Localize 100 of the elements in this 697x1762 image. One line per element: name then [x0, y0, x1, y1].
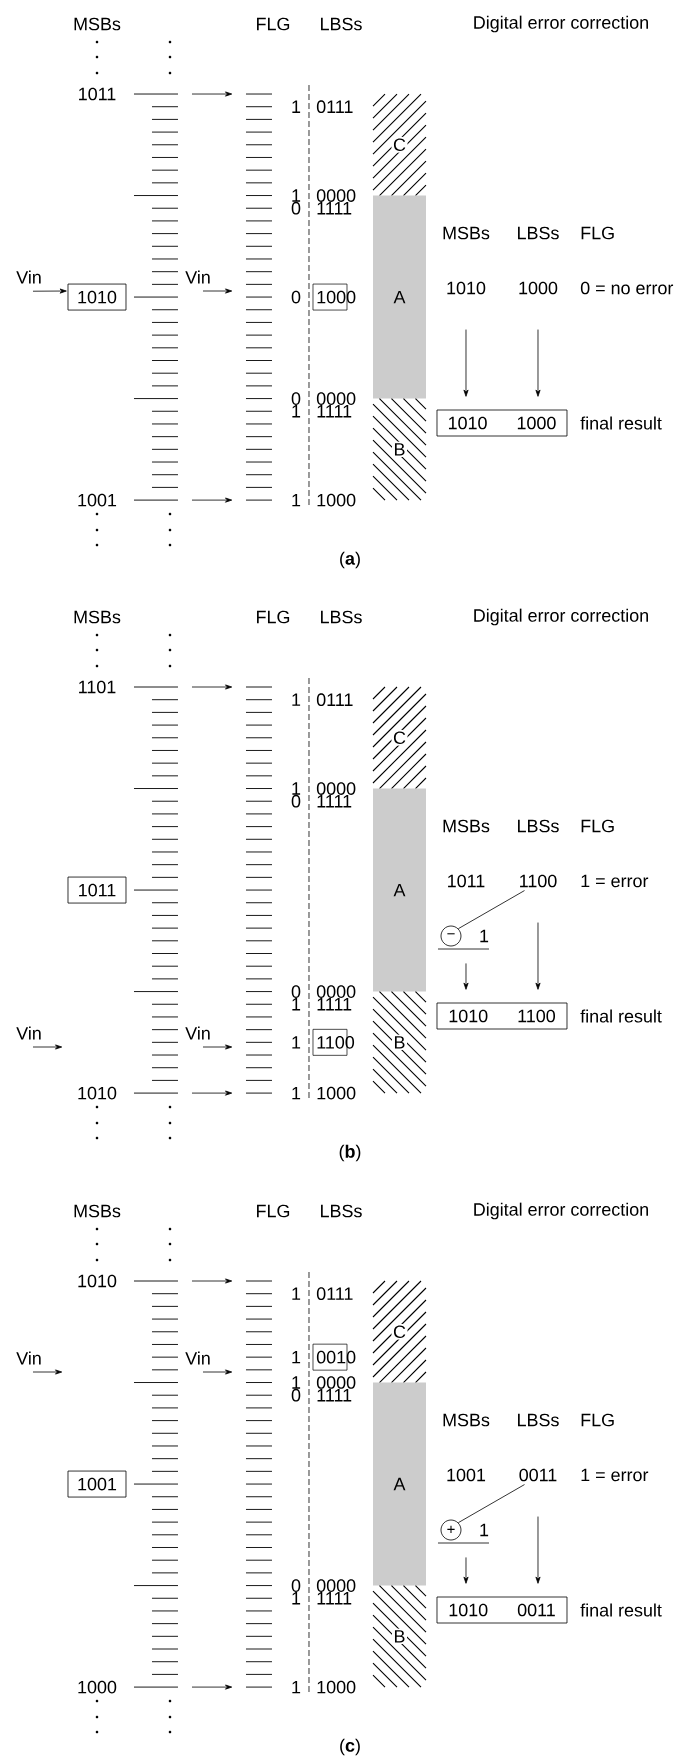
leader-line: [457, 890, 525, 930]
arrow: [463, 329, 469, 397]
column-heading: MSBs: [443, 226, 490, 240]
highlighted-code: 1000: [312, 283, 356, 311]
code-value: 0000: [316, 392, 356, 405]
result-note: 1 = error: [581, 874, 649, 888]
code-value: 0111: [316, 100, 353, 114]
flag-bit: 1: [292, 405, 301, 418]
operand-value: 1: [480, 1523, 489, 1537]
code-value: 1111: [317, 795, 352, 808]
column-heading: FLG: [257, 610, 290, 624]
node-label: B: [394, 443, 405, 456]
column-heading: LBSs: [518, 226, 559, 240]
value-box: 1010: [67, 283, 127, 311]
result-value: 0011: [519, 1468, 557, 1482]
section-heading: Digital error correction: [474, 15, 648, 33]
signal-label: Vin: [16, 270, 41, 284]
column-heading: LBSs: [321, 610, 362, 624]
result-value: 1100: [520, 874, 557, 888]
column-heading: LBSs: [518, 1413, 559, 1427]
signal-label: Vin: [185, 270, 210, 284]
column-heading: MSBs: [74, 610, 121, 624]
code-value: 0111: [316, 693, 353, 707]
column-heading: LBSs: [321, 17, 362, 31]
code-value: 1111: [317, 1389, 352, 1402]
code-value: 1000: [317, 1086, 356, 1100]
flag-bit: 1: [292, 493, 301, 507]
code-value: 1111: [317, 202, 352, 215]
code-value: 1111: [317, 405, 352, 418]
flag-bit: 0: [291, 392, 301, 405]
value-box: 1011: [67, 876, 127, 904]
scale-value: 1011: [79, 87, 116, 101]
result-label: final result: [580, 1603, 662, 1617]
code-value: 1000: [317, 493, 356, 507]
flag-bit: 1: [292, 1086, 301, 1100]
code-value: 0000: [316, 189, 356, 202]
code-value: 0111: [316, 1287, 353, 1301]
section-heading: Digital error correction: [474, 1202, 648, 1220]
hatched-band: C: [372, 93, 427, 197]
flag-bit: 1: [292, 1376, 301, 1389]
code-value: 1111: [317, 1592, 352, 1605]
arrow: [463, 963, 469, 990]
hatched-band: C: [372, 686, 427, 790]
column-heading: MSBs: [443, 819, 490, 833]
code-value: 0000: [316, 1376, 356, 1389]
signal-label: Vin: [185, 1351, 210, 1365]
hatched-band: B: [372, 991, 427, 1094]
flag-bit: 1: [292, 1287, 301, 1300]
shaded-band: A: [373, 195, 426, 399]
result-value: 1011: [448, 874, 485, 888]
flag-bit: 1: [292, 998, 301, 1011]
result-box: 1010 1100: [436, 1002, 568, 1030]
code-value: 0000: [316, 782, 356, 795]
column-heading: FLG: [581, 1413, 614, 1427]
flag-bit: 1: [292, 693, 301, 706]
panel-caption: (b): [339, 1144, 361, 1162]
result-value: 1010: [447, 281, 486, 295]
signal-label: Vin: [16, 1026, 41, 1040]
flag-bit: 1: [292, 782, 301, 795]
column-heading: FLG: [257, 17, 290, 31]
flag-bit: 1: [292, 1592, 301, 1605]
result-value: 1000: [519, 281, 558, 295]
arrow: [32, 288, 67, 294]
scale-value: 1001: [78, 493, 117, 507]
scale-value: 1101: [79, 680, 116, 694]
highlighted-code: 0010: [312, 1343, 356, 1371]
node-label: C: [393, 1325, 406, 1339]
panel-caption: (a): [340, 551, 360, 569]
column-heading: FLG: [581, 819, 614, 833]
scale-value: 1010: [78, 1274, 117, 1288]
column-heading: MSBs: [443, 1413, 490, 1427]
value-box: 1001: [67, 1470, 127, 1498]
signal-label: Vin: [16, 1351, 41, 1365]
result-value: 1001: [447, 1468, 486, 1482]
shaded-band: A: [373, 1382, 426, 1586]
scale-value: 1010: [78, 1086, 117, 1100]
scale-value: 1000: [78, 1680, 117, 1694]
result-box: 1010 0011: [436, 1596, 568, 1624]
flag-bit: 0: [291, 1388, 301, 1402]
node-label: B: [394, 1036, 405, 1049]
hatched-band: B: [372, 1585, 427, 1688]
node-label: C: [393, 731, 406, 745]
hatched-band: C: [372, 1280, 427, 1384]
highlighted-code: 1100: [312, 1029, 355, 1056]
code-value: 1000: [317, 1680, 356, 1694]
flag-bit: 1: [292, 100, 301, 113]
column-heading: MSBs: [74, 1204, 121, 1218]
shaded-band: A: [373, 788, 426, 992]
node-label: B: [394, 1630, 405, 1643]
flag-bit: 0: [291, 794, 301, 808]
flag-bit: 1: [292, 189, 301, 202]
arrow: [535, 1516, 541, 1584]
node-label: C: [393, 138, 406, 152]
flag-bit: 0: [291, 201, 301, 215]
column-heading: FLG: [581, 226, 614, 240]
panel-caption: (c): [340, 1738, 360, 1756]
arrow: [535, 922, 541, 990]
operand-value: 1: [480, 929, 489, 943]
arrow: [463, 1557, 469, 1584]
section-heading: Digital error correction: [474, 608, 648, 626]
